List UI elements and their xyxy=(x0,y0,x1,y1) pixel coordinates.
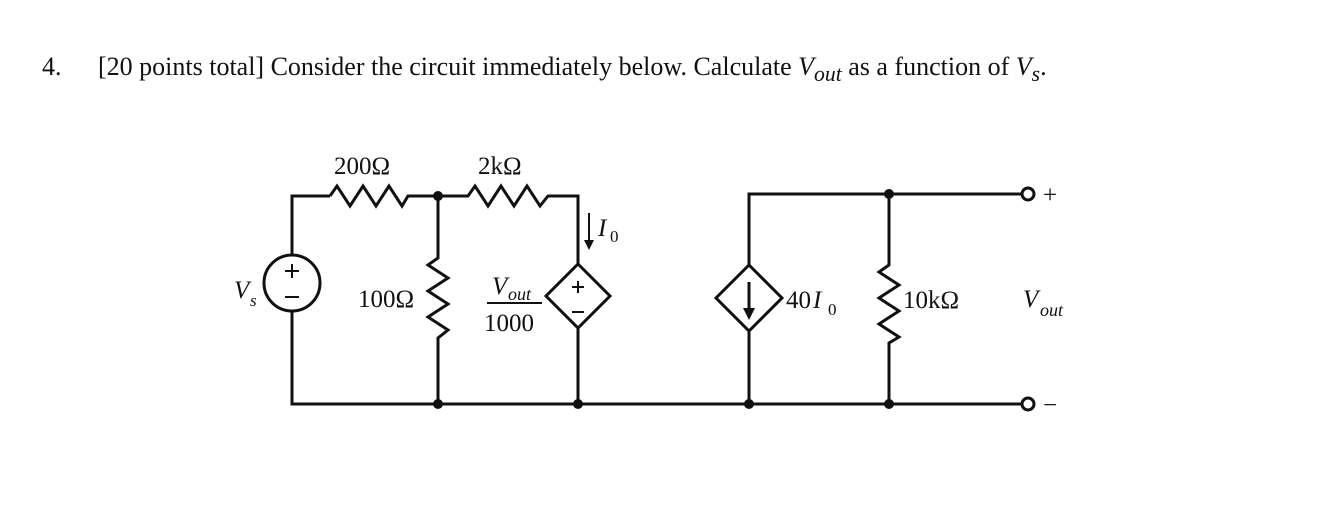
node-dot xyxy=(433,191,443,201)
io-label: I xyxy=(597,215,608,242)
dependent-voltage-source-symbol xyxy=(543,261,613,331)
vs-sub: s xyxy=(250,291,257,310)
question-text: 4. [20 points total] Consider the circuit… xyxy=(42,52,1047,87)
dep-i-gain: 40 xyxy=(786,287,811,314)
dep-i-symbol: I xyxy=(812,287,823,314)
vs-subscript: s xyxy=(1031,62,1041,87)
r2-label: 2kΩ xyxy=(478,153,522,180)
r1-label: 200Ω xyxy=(334,153,390,180)
question-text-part: as a function of xyxy=(841,52,1016,81)
dep-i-sub: 0 xyxy=(828,300,837,319)
wire xyxy=(290,194,330,255)
resistor-200-symbol xyxy=(328,183,438,209)
dep-v-num-sub: out xyxy=(508,284,532,304)
node-dot xyxy=(884,399,894,409)
wire xyxy=(290,311,1022,406)
r3-label: 100Ω xyxy=(358,286,414,313)
vout-sub: out xyxy=(1040,300,1064,320)
io-sub: 0 xyxy=(610,227,619,246)
vout-subscript: out xyxy=(814,62,842,87)
resistor-10k-symbol xyxy=(876,194,902,404)
terminal-plus xyxy=(1020,186,1036,202)
dep-v-den: 1000 xyxy=(484,310,534,337)
vout-symbol: V xyxy=(798,52,815,81)
node-dot xyxy=(573,399,583,409)
voltage-source-vs-symbol xyxy=(262,253,322,313)
r4-label: 10kΩ xyxy=(903,287,959,314)
resistor-100-symbol xyxy=(425,196,451,404)
node-dot xyxy=(884,189,894,199)
resistor-2k-symbol xyxy=(438,183,580,264)
node-dot xyxy=(433,399,443,409)
node-dot xyxy=(744,399,754,409)
minus-terminal-label: − xyxy=(1043,392,1057,419)
vout-label: V xyxy=(1023,286,1041,313)
wire xyxy=(747,192,1022,265)
question-text-part: [20 points total] Consider the circuit i… xyxy=(98,52,799,81)
plus-terminal-label: + xyxy=(1043,182,1057,209)
question-number: 4. xyxy=(42,52,62,81)
vs-symbol: V xyxy=(1015,52,1032,81)
vs-label: V xyxy=(234,277,252,304)
dep-v-num: V xyxy=(492,273,510,300)
question-text-part: . xyxy=(1040,52,1047,81)
terminal-minus xyxy=(1020,396,1036,412)
